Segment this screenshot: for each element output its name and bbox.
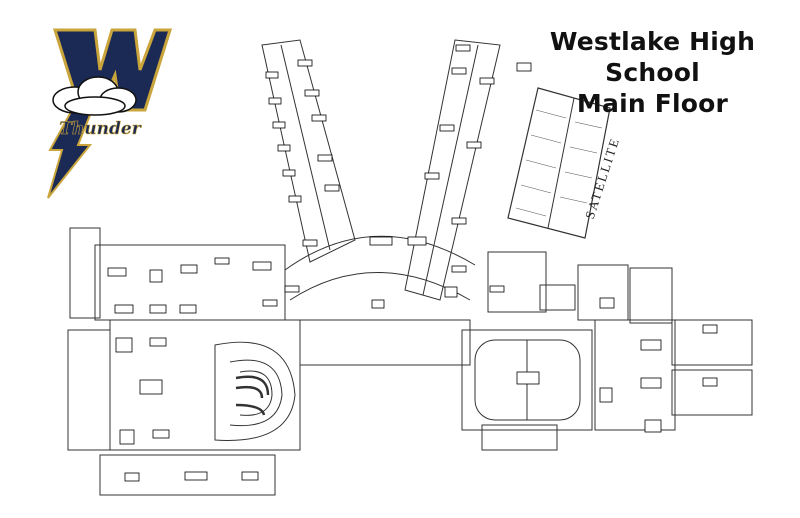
logo-word: Thunder <box>59 119 141 139</box>
building-walls <box>67 39 753 496</box>
lightning-bolt-icon <box>47 109 94 199</box>
thunder-logo: Thunder <box>47 28 173 199</box>
title-line-floor: Main Floor <box>576 89 729 118</box>
map-title: Westlake High School Main Floor <box>520 26 785 119</box>
auditorium-seating <box>235 375 270 416</box>
satellite-classrooms <box>515 109 603 217</box>
title-line-school: Westlake High School <box>549 27 756 87</box>
room-labels <box>107 44 718 482</box>
cloud-icon <box>52 76 137 116</box>
